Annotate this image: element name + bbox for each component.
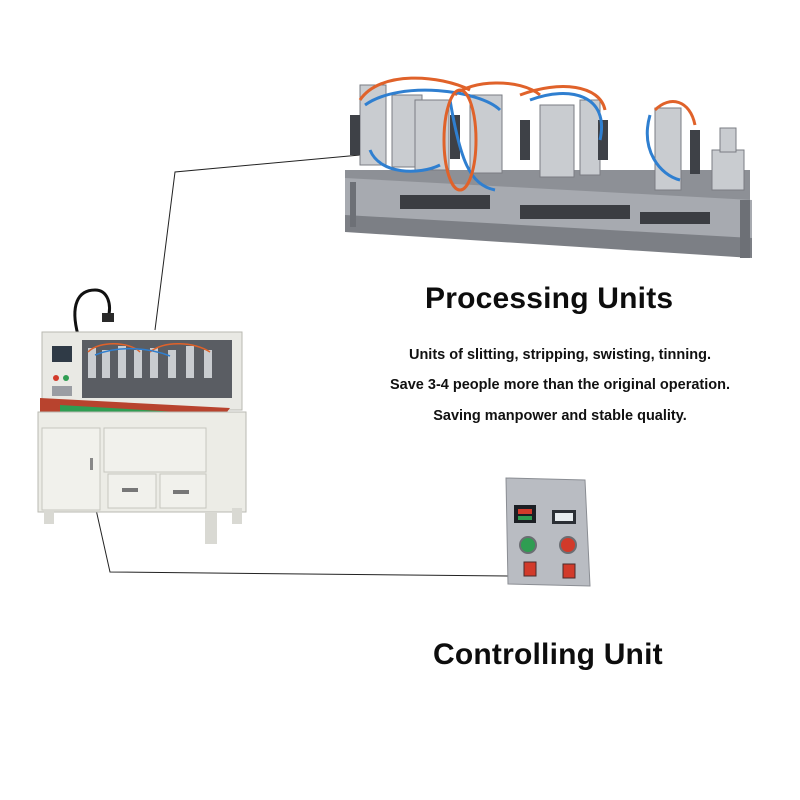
connector-processing [154,154,361,331]
processing-line-2: Save 3-4 people more than the original o… [389,377,731,393]
controlling-unit-title: Controlling Unit [433,638,663,671]
connector-controlling [94,504,509,577]
control-panel-image [505,477,591,587]
processing-unit-image [345,76,752,258]
machine-image [37,288,247,544]
processing-line-1: Units of slitting, stripping, swisting, … [408,347,712,363]
processing-line-3: Saving manpower and stable quality. [433,408,687,424]
processing-units-title: Processing Units [425,282,674,315]
connector-lines [94,154,509,577]
